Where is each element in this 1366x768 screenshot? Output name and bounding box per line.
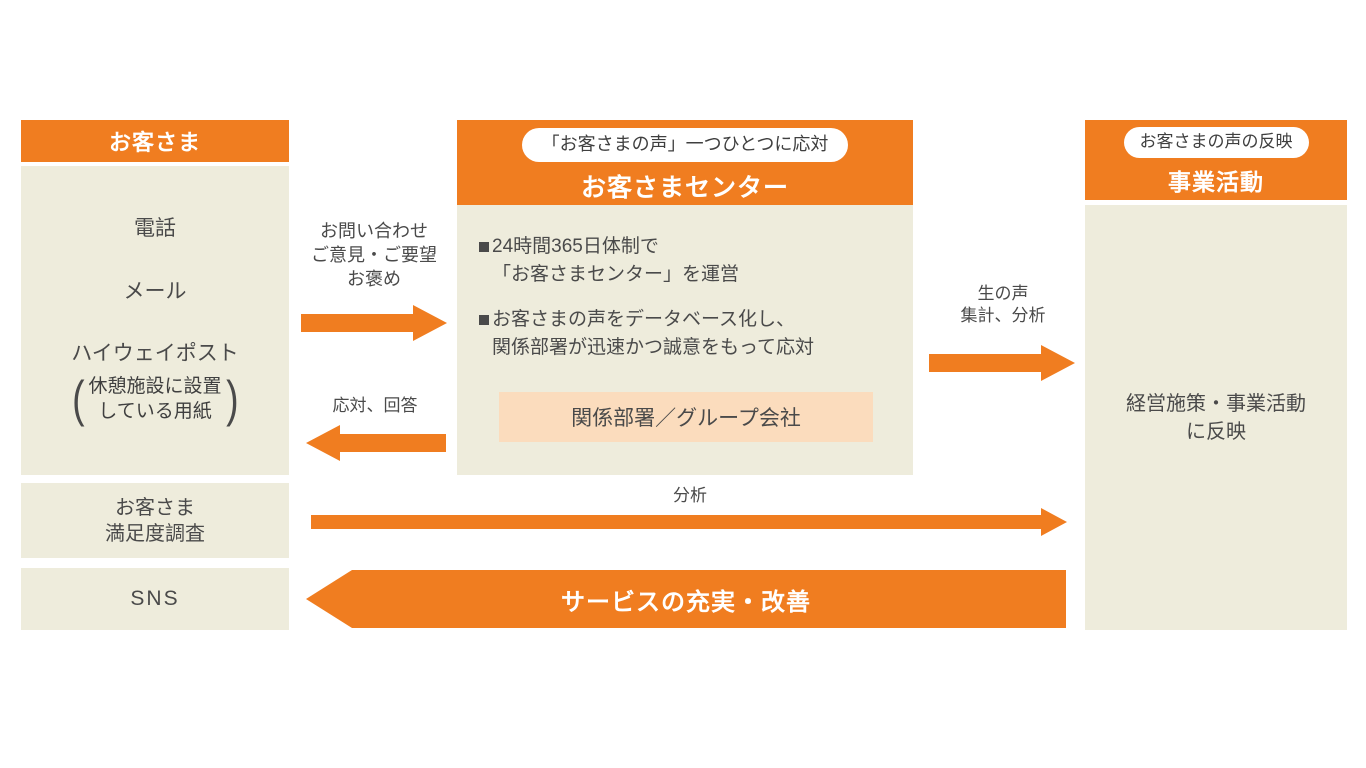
- center-panel-title: お客さまセンター: [580, 173, 789, 202]
- arrow-label-raw-voice-line1: 生の声: [977, 284, 1029, 303]
- arrow-analysis-right: [311, 508, 1067, 536]
- channel-note-line2: している用紙: [98, 400, 212, 422]
- arrow-label-analysis-line1: 分析: [673, 486, 707, 505]
- arrow-label-raw-voice-line2: 集計、分析: [960, 306, 1046, 326]
- right-column-body: 経営施策・事業活動 に反映: [1085, 205, 1347, 630]
- left-column-header: お客さま: [21, 120, 289, 162]
- channel-note-line1: 休憩施設に設置: [88, 376, 222, 398]
- bullet-square-icon: [479, 242, 489, 252]
- center-panel-header: 「お客さまの声」一つひとつに応対 お客さまセンター: [457, 120, 913, 205]
- right-body-text-wrap: 経営施策・事業活動 に反映: [1126, 390, 1306, 446]
- center-panel-pill: 「お客さまの声」一つひとつに応対: [521, 127, 849, 162]
- survey-line2: 満足度調査: [105, 522, 205, 545]
- arrow-label-raw-voice: 生の声 集計、分析: [930, 283, 1076, 328]
- right-column-pill: お客さまの声の反映: [1123, 127, 1309, 158]
- channel-mail: メール: [123, 279, 187, 303]
- related-departments-label: 関係部署／グループ会社: [571, 407, 801, 430]
- survey-text-wrap: お客さま 満足度調査: [105, 495, 205, 547]
- arrow-inquiry-right: [301, 305, 447, 341]
- left-column-header-label: お客さま: [108, 130, 201, 155]
- arrow-raw-voice-right: [929, 345, 1075, 381]
- center-bullet-1-line1: 24時間365日体制で: [492, 236, 659, 257]
- right-body-line2: に反映: [1186, 420, 1246, 443]
- center-bullet-1: 24時間365日体制で 「お客さまセンター」を運営: [479, 233, 891, 288]
- arrow-label-inquiry-line3: お褒め: [347, 268, 401, 289]
- right-body-line1: 経営施策・事業活動: [1126, 392, 1306, 415]
- right-column-title: 事業活動: [1168, 169, 1264, 195]
- left-column-sns: SNS: [21, 568, 289, 630]
- center-bullet-2-line1: お客さまの声をデータベース化し、: [492, 309, 796, 331]
- open-paren-glyph: (: [71, 371, 85, 428]
- arrow-label-inquiry: お問い合わせ ご意見・ご要望 お褒め: [300, 220, 448, 291]
- sns-label: SNS: [130, 587, 180, 610]
- arrow-label-inquiry-line1: お問い合わせ: [320, 221, 428, 241]
- center-bullet-2-text: お客さまの声をデータベース化し、 関係部署が迅速かつ誠意をもって応対: [492, 306, 891, 361]
- arrow-label-reply: 応対、回答: [305, 395, 445, 417]
- related-departments-box: 関係部署／グループ会社: [499, 392, 873, 442]
- channel-phone: 電話: [134, 217, 176, 241]
- channel-note-text: 休憩施設に設置 している用紙: [84, 375, 225, 424]
- center-bullet-1-text: 24時間365日体制で 「お客さまセンター」を運営: [492, 233, 891, 288]
- left-column-channels: 電話 メール ハイウェイポスト ( 休憩施設に設置 している用紙 ): [21, 166, 289, 475]
- bullet-square-icon: [479, 315, 489, 326]
- close-paren-glyph: ): [225, 371, 239, 428]
- arrow-reply-left: [306, 425, 446, 461]
- center-bullet-1-line2: 「お客さまセンター」を運営: [492, 263, 740, 285]
- left-column-satisfaction-survey: お客さま 満足度調査: [21, 483, 289, 558]
- center-bullet-2-line2: 関係部署が迅速かつ誠意をもって応対: [492, 336, 815, 358]
- survey-line1: お客さま: [115, 496, 195, 519]
- arrow-label-reply-line1: 応対、回答: [332, 396, 418, 415]
- right-column-header: お客さまの声の反映 事業活動: [1085, 120, 1347, 200]
- arrow-service-improvement-left: [306, 570, 1066, 628]
- arrow-label-inquiry-line2: ご意見・ご要望: [311, 244, 437, 265]
- arrow-label-analysis: 分析: [300, 485, 1080, 507]
- channel-highway-post: ハイウェイポスト: [71, 341, 239, 365]
- center-bullet-2: お客さまの声をデータベース化し、 関係部署が迅速かつ誠意をもって応対: [479, 306, 891, 361]
- channel-highway-post-note: ( 休憩施設に設置 している用紙 ): [71, 371, 239, 428]
